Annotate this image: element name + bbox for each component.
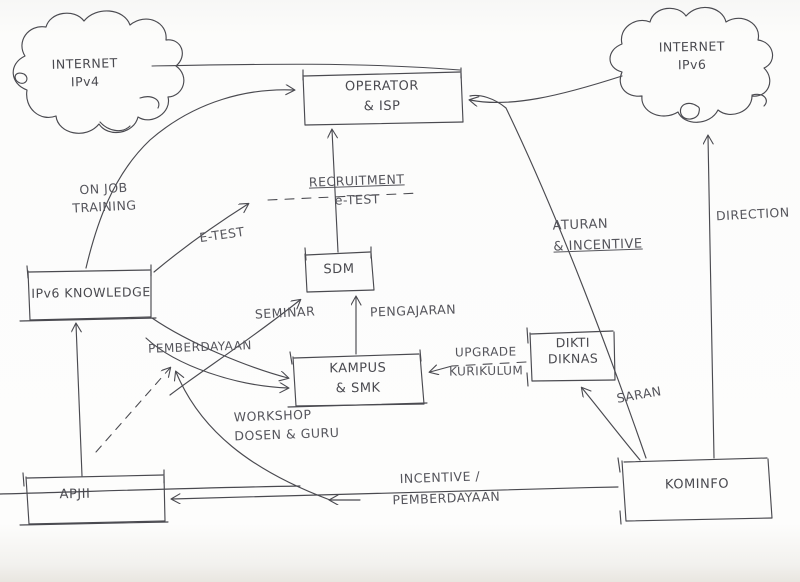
edge-ipv4-to-operator-top [151, 63, 461, 71]
edge-label-seminar-line1: SEMINAR [254, 303, 316, 322]
node-label-operator-isp[interactable]: OPERATOR & ISP [306, 79, 458, 114]
node-label-kampus-smk[interactable]: KAMPUS & SMK [296, 361, 420, 396]
edge-label-aturan-incentive-line1: ATURAN [552, 216, 609, 234]
node-label-operator-isp-line2: & ISP [363, 98, 401, 114]
node-label-ipv6-knowledge[interactable]: IPv6 KNOWLEDGE [31, 284, 151, 301]
box-sdm-outline [304, 246, 375, 293]
box-apjii-outline [19, 469, 169, 526]
edge-label-recruitment-e-test-line1: RECRUITMENT [308, 171, 405, 190]
edge-label-seminar: SEMINAR [248, 303, 323, 322]
edge-kominfo-to-apjii-incentive [172, 486, 619, 499]
node-label-apjii[interactable]: APJII [30, 486, 120, 503]
edge-label-workshop-dosen-guru: WORKSHOP DOSEN & GURU [233, 406, 374, 444]
node-label-kominfo[interactable]: KOMINFO [628, 477, 766, 493]
edge-label-upgrade-kurikulum-line1: UPGRADE [454, 344, 517, 360]
edge-kominfo-to-dikti-saran [582, 388, 641, 461]
edge-label-pengajaran-line1: PENGAJARAN [369, 301, 457, 320]
edge-recruitment-dashed [267, 192, 421, 201]
edge-kominfo-to-pemberdayaan [176, 372, 331, 501]
cloud-label-internet-ipv4: INTERNET IPv4 [30, 55, 141, 90]
edge-knowledge-to-etest [153, 204, 248, 273]
box-ipv6-knowledge-outline [19, 264, 157, 322]
node-label-kominfo-line1: KOMINFO [664, 476, 730, 493]
node-label-ipv6-knowledge-line1: IPv6 KNOWLEDGE [31, 284, 151, 301]
edge-kominfo-to-operator-aturan [469, 94, 647, 459]
edge-bottom-left-underline [0, 485, 301, 495]
edge-dashed-to-pemberdayaan [95, 368, 170, 453]
cloud-label-internet-ipv6: INTERNET IPv6 [637, 38, 748, 73]
edge-label-upgrade-kurikulum: UPGRADE KURIKULUM [443, 344, 530, 379]
node-label-kampus-smk-line1: KAMPUS [329, 360, 387, 377]
cloud-label-internet-ipv6-line2: IPv6 [677, 56, 707, 73]
cloud-label-internet-ipv4-line1: INTERNET [51, 55, 119, 72]
edge-label-incentive-pemberdayaan: INCENTIVE / PEMBERDAYAAN [392, 466, 580, 507]
node-label-sdm[interactable]: SDM [308, 261, 370, 278]
node-label-operator-isp-line1: OPERATOR [344, 78, 419, 95]
edge-label-workshop-dosen-guru-line1: WORKSHOP [233, 406, 312, 425]
edge-label-aturan-incentive: ATURAN & INCENTIVE [552, 214, 701, 255]
node-label-apjii-line1: APJII [59, 486, 91, 503]
edge-dikti-to-kampus-dashed [451, 361, 527, 367]
edge-ipv6-to-operator [470, 75, 623, 103]
box-kominfo-outline [617, 457, 773, 525]
edge-workshop-to-kampus [145, 337, 288, 388]
edge-pemberdayaan-to-kampus [151, 317, 288, 378]
edge-label-pengajaran: PENGAJARAN [358, 301, 468, 320]
edge-label-upgrade-kurikulum-line2: KURIKULUM [448, 362, 524, 379]
cloud-label-internet-ipv6-line1: INTERNET [658, 38, 726, 55]
box-kampus-smk-outline [287, 349, 428, 408]
edge-knowledge-to-operator-training [85, 90, 294, 269]
edge-dikti-to-kampus-arrow [430, 366, 453, 372]
node-label-dikti-diknas[interactable]: DIKTI DIKNAS [533, 334, 613, 367]
edge-seminar-to-sdm [169, 300, 300, 396]
cloud-internet-ipv6-outline [609, 6, 774, 123]
node-label-dikti-diknas-line2: DIKNAS [547, 350, 599, 367]
box-operator-isp-outline [302, 67, 464, 126]
edge-label-recruitment-e-test: RECRUITMENT e-TEST [287, 171, 426, 209]
edge-apjii-to-knowledge [76, 324, 83, 477]
node-label-sdm-line1: SDM [323, 261, 355, 278]
node-label-kampus-smk-line2: & SMK [335, 380, 381, 396]
node-label-dikti-diknas-line1: DIKTI [555, 334, 591, 351]
edge-label-on-job-training: ON JOB TRAINING [57, 180, 151, 216]
cloud-internet-ipv4-outline [12, 10, 185, 134]
edge-kominfo-to-ipv6-direction [708, 136, 715, 459]
edge-sdm-to-operator [332, 130, 339, 253]
